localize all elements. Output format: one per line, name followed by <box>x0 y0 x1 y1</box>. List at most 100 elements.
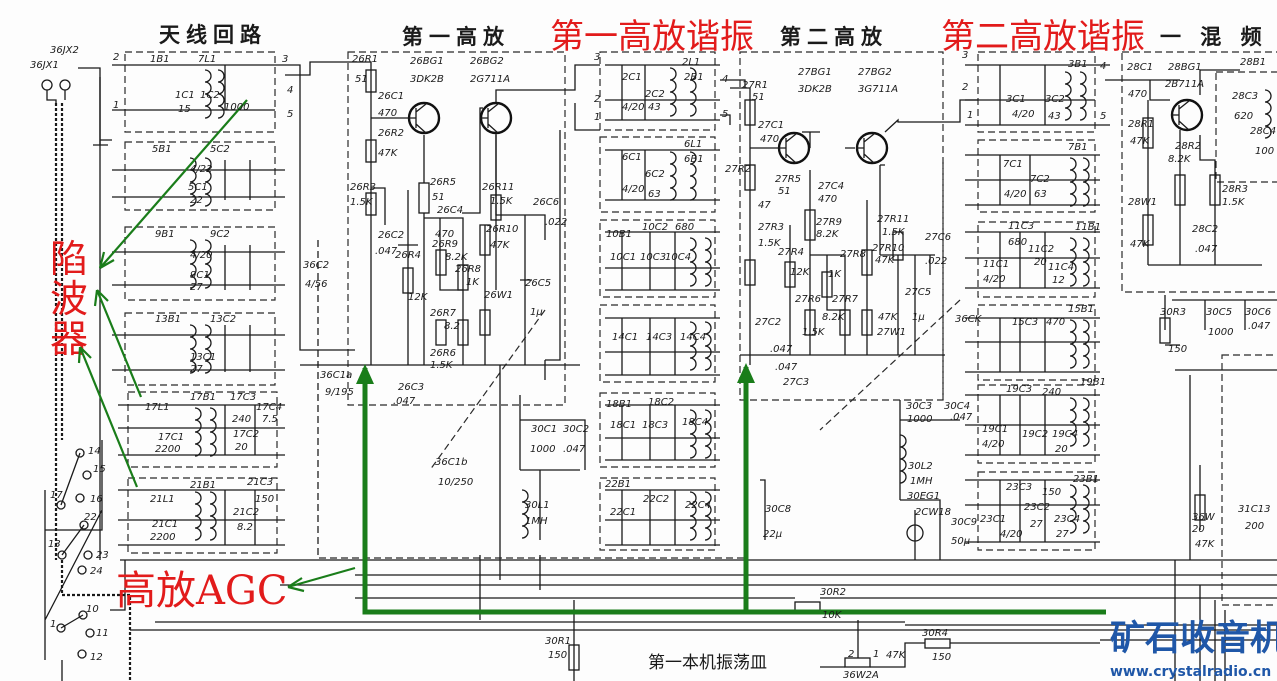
component-label: 27BG2 <box>858 67 892 78</box>
component-label: 27R4 <box>778 247 804 258</box>
mixer-box <box>1121 51 1277 293</box>
annotation-trap-char-2: 波 <box>50 277 88 321</box>
inductor-coil-icon <box>704 491 712 541</box>
mixer-wiring <box>1105 69 1277 560</box>
component-label: 47K <box>878 312 899 323</box>
component-label: .047 <box>950 412 973 423</box>
component-label: .022 <box>545 217 567 228</box>
component-label: 6L1 <box>684 139 702 150</box>
component-label: 5B1 <box>152 144 172 155</box>
component-label: 4/20 <box>983 274 1005 285</box>
component-label: 26C1 <box>378 91 404 102</box>
inductor-coil-icon <box>689 491 697 541</box>
component-label: 26R9 <box>432 239 458 250</box>
component-label: 2 <box>962 82 968 93</box>
component-label: 27C2 <box>755 317 781 328</box>
component-label: 27R11 <box>877 214 909 225</box>
component-label: 15B1 <box>1068 304 1094 315</box>
component-label: 10C3 <box>640 252 666 263</box>
component-label: 27R2 <box>725 164 751 175</box>
component-label: 10 <box>86 604 99 615</box>
component-label: 23C1 <box>980 514 1006 525</box>
component-label: 22 <box>190 195 203 206</box>
component-label: 13B1 <box>155 314 181 325</box>
component-label: 10/250 <box>438 477 473 488</box>
component-label: 1MH <box>910 476 933 487</box>
component-label: 28R2 <box>1175 141 1201 152</box>
component-label: 470 <box>435 229 454 240</box>
component-label: 26R4 <box>395 250 421 261</box>
component-label: 6C2 <box>645 169 665 180</box>
inductor-coils <box>189 67 1272 541</box>
component-label: 12K <box>408 292 429 303</box>
component-label: 8.2 <box>237 522 253 533</box>
component-label: 22 <box>84 512 97 523</box>
component-label: 27W1 <box>877 327 906 338</box>
gang-link <box>819 299 961 431</box>
component-label: 22C4 <box>685 500 711 511</box>
component-label: 2G711A <box>470 74 510 85</box>
inductor-coil-icon <box>194 407 202 457</box>
component-label: 27R6 <box>795 294 821 305</box>
component-label: 30L2 <box>908 461 933 472</box>
component-label: 36CK <box>955 314 983 325</box>
inductor-coil-icon <box>1264 89 1272 139</box>
component-label: 26R5 <box>430 177 456 188</box>
green-annotation-arrows <box>77 99 1106 615</box>
inductor-coil-icon <box>1082 319 1090 369</box>
component-label: 36W2A <box>843 670 879 681</box>
component-label: 3 <box>282 54 288 65</box>
component-label: 27R3 <box>758 222 784 233</box>
component-label: 28C4 <box>1250 126 1276 137</box>
first-resonance-boxes <box>599 51 716 551</box>
watermark-logo: 矿石收音机 <box>1110 618 1277 659</box>
component-label: 27C5 <box>905 287 931 298</box>
component-label: 28R1 <box>1128 119 1154 130</box>
component-label: 2CW18 <box>915 507 951 518</box>
component-label: 6B1 <box>684 154 704 165</box>
inductor-coil-icon <box>689 151 697 201</box>
annotation-second-rf-resonance: 第二高放谐振 <box>941 17 1145 57</box>
component-label: 43 <box>1048 111 1061 122</box>
component-label: .022 <box>925 256 947 267</box>
inductor-coil-icon <box>1069 319 1077 369</box>
component-label: .047 <box>393 396 416 407</box>
component-label: 19B1 <box>1080 377 1106 388</box>
component-label: 18B1 <box>606 399 632 410</box>
component-label: 18C4 <box>682 417 708 428</box>
component-label: 36C2 <box>303 260 329 271</box>
component-label: .047 <box>1248 321 1271 332</box>
title-second-rf: 第二高放 <box>780 24 888 49</box>
inductor-coil-icon <box>689 409 697 459</box>
component-label: 20 <box>1055 444 1068 455</box>
component-label: 14C1 <box>612 332 638 343</box>
inductor-coil-icon <box>1079 71 1087 121</box>
inductor-coil-icon <box>204 157 212 207</box>
bus-lines <box>120 559 1277 681</box>
component-label: 27BG1 <box>798 67 832 78</box>
component-label: 4/56 <box>305 279 327 290</box>
component-label: 18C1 <box>610 420 636 431</box>
component-label: .047 <box>775 362 798 373</box>
component-label: 5 <box>722 109 728 120</box>
component-label: 27R8 <box>840 249 866 260</box>
component-label: 36C1a <box>320 370 352 381</box>
component-label: 3G711A <box>858 84 898 95</box>
component-label: 15 <box>178 104 191 115</box>
component-label: 3 <box>962 50 968 61</box>
component-label: 47 <box>758 200 771 211</box>
component-label: 2 <box>113 52 119 63</box>
component-label: 1000 <box>1208 327 1233 338</box>
component-label: 26C4 <box>437 205 463 216</box>
component-label: 1 <box>50 619 56 630</box>
component-label: 8.2K <box>822 312 846 323</box>
component-label: 12 <box>90 652 103 663</box>
component-label: 4/20 <box>982 439 1004 450</box>
inductor-coil-icon <box>1082 157 1090 207</box>
component-label: 10C1 <box>610 252 636 263</box>
component-label: 20 <box>1034 257 1047 268</box>
component-label: 36C1b <box>435 457 467 468</box>
inductor-coil-icon <box>1082 237 1090 287</box>
component-label: .047 <box>770 344 793 355</box>
